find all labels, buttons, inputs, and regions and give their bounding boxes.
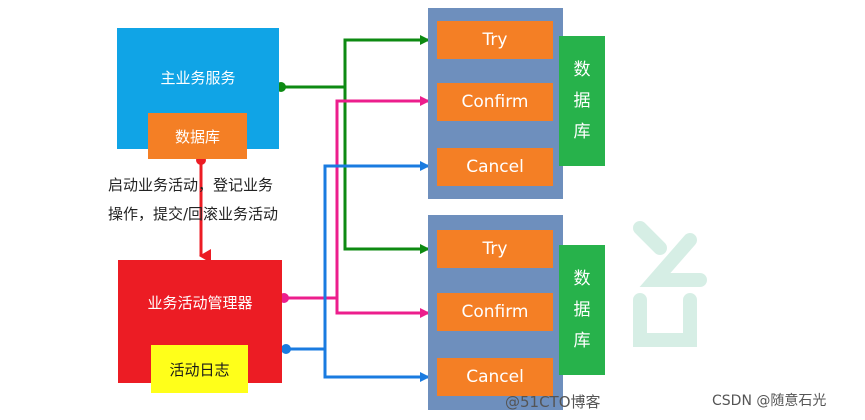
cancel-connector-2: [323, 349, 430, 382]
service-2-try-label: Try: [482, 239, 508, 259]
annotation-line-2: 操作，提交/回滚业务活动: [108, 205, 279, 223]
main-database-box: 数据库: [148, 113, 247, 159]
cancel-connector-origin: [281, 344, 291, 354]
service-1-db-char-3: 库: [573, 121, 591, 142]
service-2-database-box: 数 据 库: [559, 245, 605, 375]
confirm-connector-1: [283, 96, 430, 300]
try-connector-1: [281, 35, 430, 89]
activity-manager-label: 业务活动管理器: [147, 294, 253, 312]
service-1-db-char-2: 据: [573, 90, 591, 111]
service-1-confirm-label: Confirm: [461, 92, 529, 112]
service-1-cancel-box: Cancel: [437, 148, 553, 186]
try-connector-2: [343, 87, 430, 254]
service-2-db-char-3: 库: [573, 330, 591, 351]
main-database-label: 数据库: [174, 127, 220, 146]
annotation-line-1: 启动业务活动，登记业务: [108, 176, 274, 194]
service-1-database-box: 数 据 库: [559, 36, 605, 166]
activity-log-box: 活动日志: [151, 345, 248, 393]
service-1-confirm-box: Confirm: [437, 83, 553, 121]
service-2-db-char-1: 数: [573, 268, 591, 289]
service-2-cancel-label: Cancel: [466, 367, 524, 387]
service-1-try-box: Try: [437, 21, 553, 59]
service-1-db-char-1: 数: [573, 59, 591, 80]
main-service-label: 主业务服务: [160, 69, 236, 87]
activity-log-label: 活动日志: [169, 360, 230, 379]
csdn-credit: CSDN @随意石光: [712, 393, 827, 409]
service-2-cancel-box: Cancel: [437, 358, 553, 396]
faint-watermark-glyph: [633, 221, 707, 347]
watermark-51cto: @51CTO博客: [505, 393, 601, 411]
service-1-cancel-label: Cancel: [466, 157, 524, 177]
service-2-db-char-2: 据: [573, 299, 591, 320]
confirm-connector-2: [335, 298, 430, 318]
service-2-confirm-label: Confirm: [461, 302, 529, 322]
register-annotation: 启动业务活动，登记业务 操作，提交/回滚业务活动: [108, 171, 338, 229]
service-2-try-box: Try: [437, 230, 553, 268]
cancel-connector-1: [285, 161, 430, 351]
service-1-try-label: Try: [482, 30, 508, 50]
service-2-confirm-box: Confirm: [437, 293, 553, 331]
